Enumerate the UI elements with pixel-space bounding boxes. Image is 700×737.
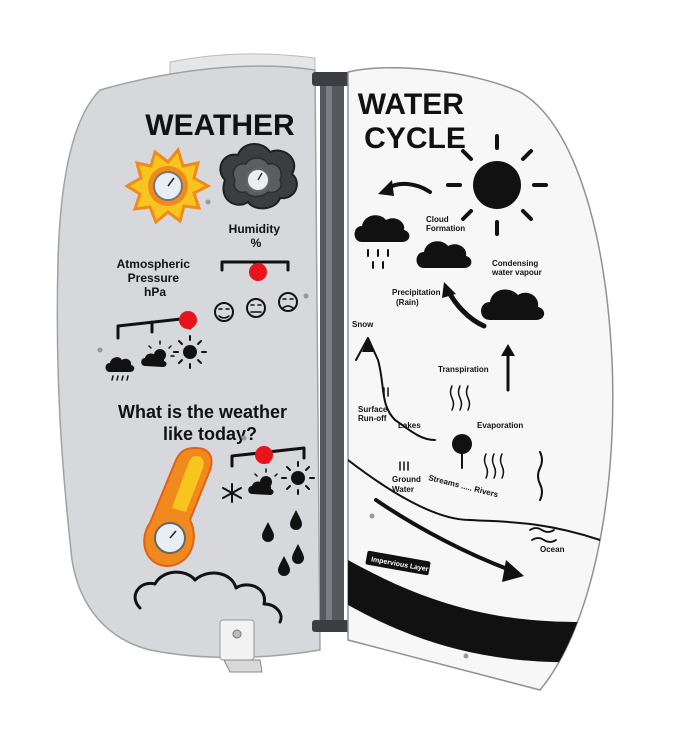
weather-question: What is the weather like today? xyxy=(118,402,292,444)
mount-bracket xyxy=(219,619,263,673)
humidity-indicator[interactable] xyxy=(249,263,267,281)
weather-panel xyxy=(56,65,321,659)
thermometer-gauge-icon[interactable] xyxy=(143,446,213,568)
surface-runoff-label: Surface Run-off xyxy=(358,405,390,423)
pressure-indicator[interactable] xyxy=(179,311,197,329)
cloud-gauge-icon[interactable] xyxy=(219,143,298,210)
sun-cloud-icon-2 xyxy=(248,468,278,495)
sun-icon-2 xyxy=(281,461,315,495)
ocean-waves xyxy=(529,527,557,543)
big-cloud-icon xyxy=(133,570,283,624)
ground-band xyxy=(348,560,613,663)
raindrops-icon xyxy=(262,510,304,576)
sun-icon xyxy=(173,335,207,369)
mountain-icon xyxy=(355,337,436,441)
sun-icon-big xyxy=(446,134,548,236)
sun-cloud-icon xyxy=(141,340,175,367)
cloud-formation-label: Cloud Formation xyxy=(426,215,465,233)
screws-right xyxy=(369,513,469,659)
evaporation-waves xyxy=(483,453,505,479)
evaporation-label: Evaporation xyxy=(477,421,523,430)
weather-title: WEATHER xyxy=(145,109,295,142)
ocean-label: Ocean xyxy=(540,545,565,554)
center-post xyxy=(312,72,352,632)
snowflake-icon xyxy=(222,483,242,503)
rain-cloud-icon-big xyxy=(354,215,410,269)
runoff-arrows xyxy=(383,387,389,397)
cloud-icon-2 xyxy=(481,289,545,320)
tree-icon xyxy=(452,434,472,469)
precipitation-label: Precipitation (Rain) xyxy=(392,288,443,307)
ground-water-label: Ground Water xyxy=(392,475,423,494)
water-cycle-panel xyxy=(347,66,614,691)
screws xyxy=(97,199,309,441)
humidity-label: Humidity % xyxy=(229,222,284,250)
pressure-scale xyxy=(105,311,207,381)
humidity-scale xyxy=(214,260,298,322)
water-cycle-title: WATER CYCLE xyxy=(358,88,472,155)
ground-arrows xyxy=(399,461,409,471)
vapor-wave xyxy=(537,451,543,501)
condensing-label: Condensing water vapour xyxy=(491,259,542,277)
snow-label: Snow xyxy=(352,320,374,329)
pressure-label: Atmospheric Pressure hPa xyxy=(117,257,194,299)
temperature-indicator[interactable] xyxy=(255,446,273,464)
sun-gauge-icon[interactable] xyxy=(124,146,212,225)
lakes-label: Lakes xyxy=(398,421,421,430)
flow-arrow xyxy=(374,498,512,572)
rain-cloud-icon xyxy=(105,357,135,381)
transpiration-label: Transpiration xyxy=(438,365,489,374)
transpiration-waves xyxy=(449,385,471,411)
temperature-scale xyxy=(222,446,315,503)
face-icons xyxy=(214,292,298,322)
cloud-icon xyxy=(416,241,472,268)
